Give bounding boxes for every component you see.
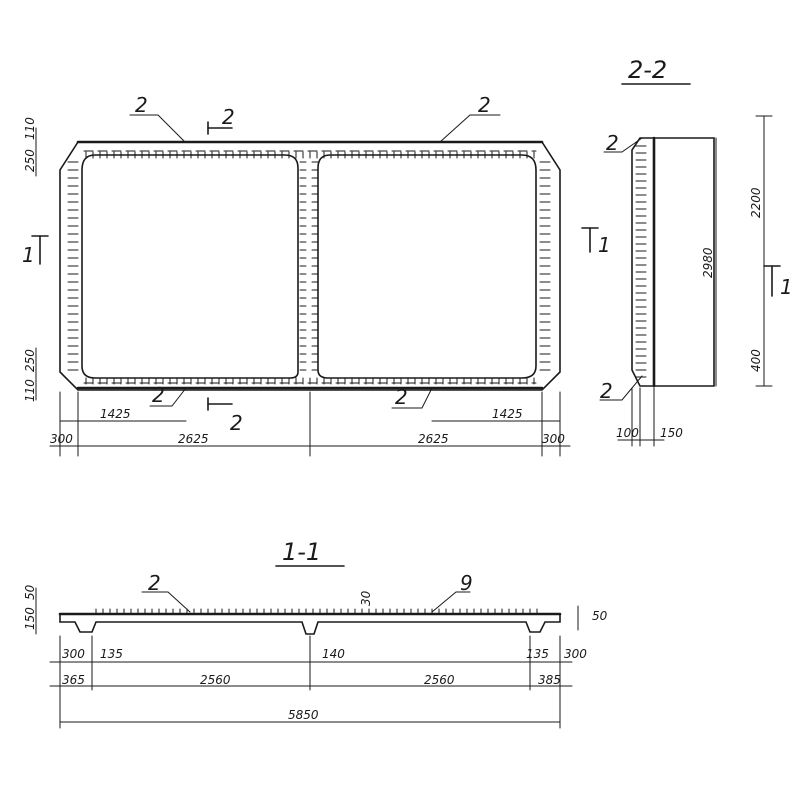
leader-2-side-bot — [599, 375, 643, 401]
dim-2560-right: 2560 — [424, 673, 455, 687]
dim-2625-right: 2625 — [418, 432, 449, 446]
dim-1425-left: 1425 — [100, 407, 131, 421]
leader-9-sec-right — [431, 591, 471, 613]
dim-385: 385 — [538, 673, 561, 687]
dim-365: 365 — [62, 673, 85, 687]
section-label-1-far: 1 — [780, 275, 793, 299]
leader-2-botleft-label: 2 — [152, 383, 165, 407]
leader-2-side-top-label: 2 — [606, 131, 619, 155]
dim-50-left: 50 — [23, 584, 37, 600]
leader-2-side-bot-label: 2 — [600, 379, 613, 403]
leader-2-side-top — [603, 137, 643, 153]
dim-300-right: 300 — [542, 432, 565, 446]
leader-2-botright — [391, 387, 433, 409]
plan-view: 1 1 2 2 2 2 2 2 1425 1425 2625 2625 300 … — [22, 93, 611, 457]
leader-2-topright-label: 2 — [478, 93, 491, 117]
dim-300-sec-left: 300 — [62, 647, 85, 661]
section-label-2-top: 2 — [222, 105, 235, 129]
dim-150: 150 — [660, 426, 683, 440]
right-panel-opening — [317, 154, 537, 379]
dim-left-110-bot: 110 — [23, 379, 37, 402]
plan-outline — [59, 141, 561, 391]
dim-135-sec-left: 135 — [100, 647, 123, 661]
leader-2-sec-left-label: 2 — [148, 571, 161, 595]
section-2-2: 2-2 2980 2 2 100 150 2200 400 1 — [599, 56, 793, 447]
leader-2-botleft — [149, 387, 187, 407]
dim-right-bot: 400 — [749, 349, 763, 372]
section-label-1-left: 1 — [22, 243, 35, 267]
dim-left-250-top: 250 — [23, 149, 37, 172]
dim-2625-left: 2625 — [178, 432, 209, 446]
leader-9-sec-right-label: 9 — [460, 571, 473, 595]
section-label-2-bottom: 2 — [230, 411, 243, 435]
section-2-2-title: 2-2 — [628, 56, 667, 84]
leader-2-topleft-label: 2 — [135, 93, 148, 117]
dim-30: 30 — [359, 590, 373, 606]
section-2-2-ticks — [635, 145, 647, 378]
dim-2980: 2980 — [701, 247, 715, 278]
section-label-1-right: 1 — [598, 233, 611, 257]
leader-2-topright — [439, 114, 501, 143]
dim-300-left: 300 — [50, 432, 73, 446]
dim-50-right: 50 — [592, 609, 608, 623]
dim-5850: 5850 — [288, 708, 319, 722]
dim-right-top: 2200 — [749, 187, 763, 218]
section-2-2-profile — [631, 137, 715, 387]
dim-300-sec-right: 300 — [564, 647, 587, 661]
section-1-1-profile — [59, 613, 561, 635]
dim-1425-right: 1425 — [492, 407, 523, 421]
leader-2-topleft — [129, 114, 186, 143]
section-1-1: 1-1 2 9 30 150 50 50 300 135 140 135 300… — [23, 538, 608, 729]
dim-left-110-top: 110 — [23, 117, 37, 140]
dim-2560-left: 2560 — [200, 673, 231, 687]
section-1-1-title: 1-1 — [282, 538, 321, 566]
rib-ticks — [67, 151, 551, 385]
dim-100: 100 — [616, 426, 639, 440]
left-panel-opening — [81, 154, 299, 379]
leader-2-botright-label: 2 — [395, 385, 408, 409]
dim-135-sec-right: 135 — [526, 647, 549, 661]
dim-150-left: 150 — [23, 607, 37, 630]
dim-left-250-bot: 250 — [23, 349, 37, 372]
dim-140-sec: 140 — [322, 647, 345, 661]
leader-2-sec-left — [141, 591, 191, 613]
section-1-1-ticks — [95, 608, 538, 615]
